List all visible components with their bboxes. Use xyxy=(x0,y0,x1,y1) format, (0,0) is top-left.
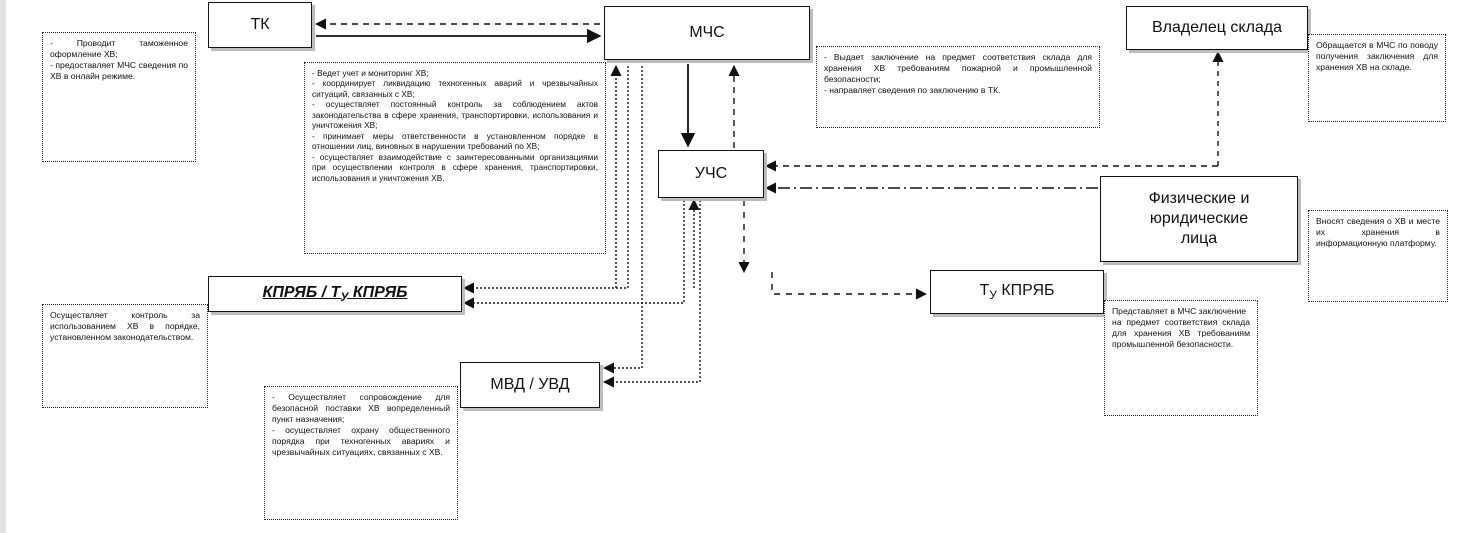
note-mchs-duties: - Ведет учет и мониторинг ХВ; - координи… xyxy=(304,62,606,254)
note-phys: Вносят сведения о ХВ и месте их хранения… xyxy=(1308,210,1448,302)
arrow-mchs-to-kpryab xyxy=(462,66,629,294)
node-mvd-label: МВД / УВД xyxy=(490,376,570,393)
note-tu-line-1: Представляет в МЧС заключение xyxy=(1112,306,1247,316)
node-tu-kpryab-label: ТУ КПРЯБ xyxy=(979,281,1055,303)
note-mvd: - Осуществляет сопровождение для безопас… xyxy=(264,386,458,520)
left-edge-strip xyxy=(0,0,6,533)
arrow-mchs-to-mvd xyxy=(602,66,643,374)
node-phys-line-3: лица xyxy=(1180,230,1218,247)
note-tk-line-2: - предоставляет МЧС сведения по ХВ в онл… xyxy=(50,60,188,81)
node-mchs-label: МЧС xyxy=(689,24,725,41)
note-mchs-line-2: - координирует ликвидацию техногенных ав… xyxy=(312,78,598,99)
note-mvd-line-1: - Осуществляет сопровождение для безопас… xyxy=(272,392,450,424)
node-mchs: МЧС xyxy=(604,6,810,60)
note-tk-line-1: - Проводит таможенное оформление ХВ; xyxy=(50,38,188,59)
node-tu-kpryab: ТУ КПРЯБ xyxy=(930,270,1104,314)
note-kpryab: Осуществляет контроль за использованием … xyxy=(42,304,208,408)
note-mchs-right-line-2: - направляет сведения по заключению в ТК… xyxy=(824,85,1001,95)
node-tk-label: ТК xyxy=(250,16,270,33)
node-kpryab-label: КПРЯБ / ТУ КПРЯБ xyxy=(262,283,408,305)
note-mchs-line-1: - Ведет учет и мониторинг ХВ; xyxy=(312,68,429,78)
note-tu-line-2: на предмет соответствия склада для хране… xyxy=(1112,317,1250,349)
node-phys: Физические и юридические лица xyxy=(1100,176,1298,262)
arrow-uchs-to-mvd xyxy=(602,200,701,388)
node-uchs: УЧС xyxy=(658,150,764,198)
arrow-tu-link xyxy=(771,272,928,300)
node-phys-line-1: Физические и xyxy=(1148,190,1250,207)
node-owner: Владелец склада xyxy=(1126,6,1308,50)
node-kpryab: КПРЯБ / ТУ КПРЯБ xyxy=(208,276,462,312)
note-owner: Обращается в МЧС по поводу получения зак… xyxy=(1308,34,1446,122)
node-phys-line-2: юридические xyxy=(1149,210,1249,227)
note-mchs-line-5: - осуществляет взаимодействие с заинтере… xyxy=(312,151,598,183)
note-mchs-line-3: - осуществляет постоянный контроль за со… xyxy=(312,99,598,131)
node-owner-label: Владелец склада xyxy=(1151,19,1283,36)
node-tk: ТК xyxy=(208,2,312,48)
node-uchs-label: УЧС xyxy=(694,165,728,182)
note-owner-text: Обращается в МЧС по поводу получения зак… xyxy=(1316,40,1438,72)
arrow-uchs-to-kpryab xyxy=(462,200,685,309)
note-phys-text: Вносят сведения о ХВ и месте их хранения… xyxy=(1316,216,1440,248)
note-mchs-conclusion: - Выдает заключение на предмет соответст… xyxy=(816,46,1100,128)
note-mchs-line-4: - принимает меры ответственности в устан… xyxy=(312,130,598,152)
note-mchs-right-line-1: - Выдает заключение на предмет соответст… xyxy=(824,52,1092,84)
node-mvd: МВД / УВД xyxy=(460,362,600,408)
note-kpryab-text: Осуществляет контроль за использованием … xyxy=(50,310,200,342)
note-mvd-line-2: - осуществляет охрану общественного поря… xyxy=(272,425,450,457)
note-tu-kpryab: Представляет в МЧС заключение на предмет… xyxy=(1104,300,1258,416)
note-tk: - Проводит таможенное оформление ХВ; - п… xyxy=(42,32,196,162)
